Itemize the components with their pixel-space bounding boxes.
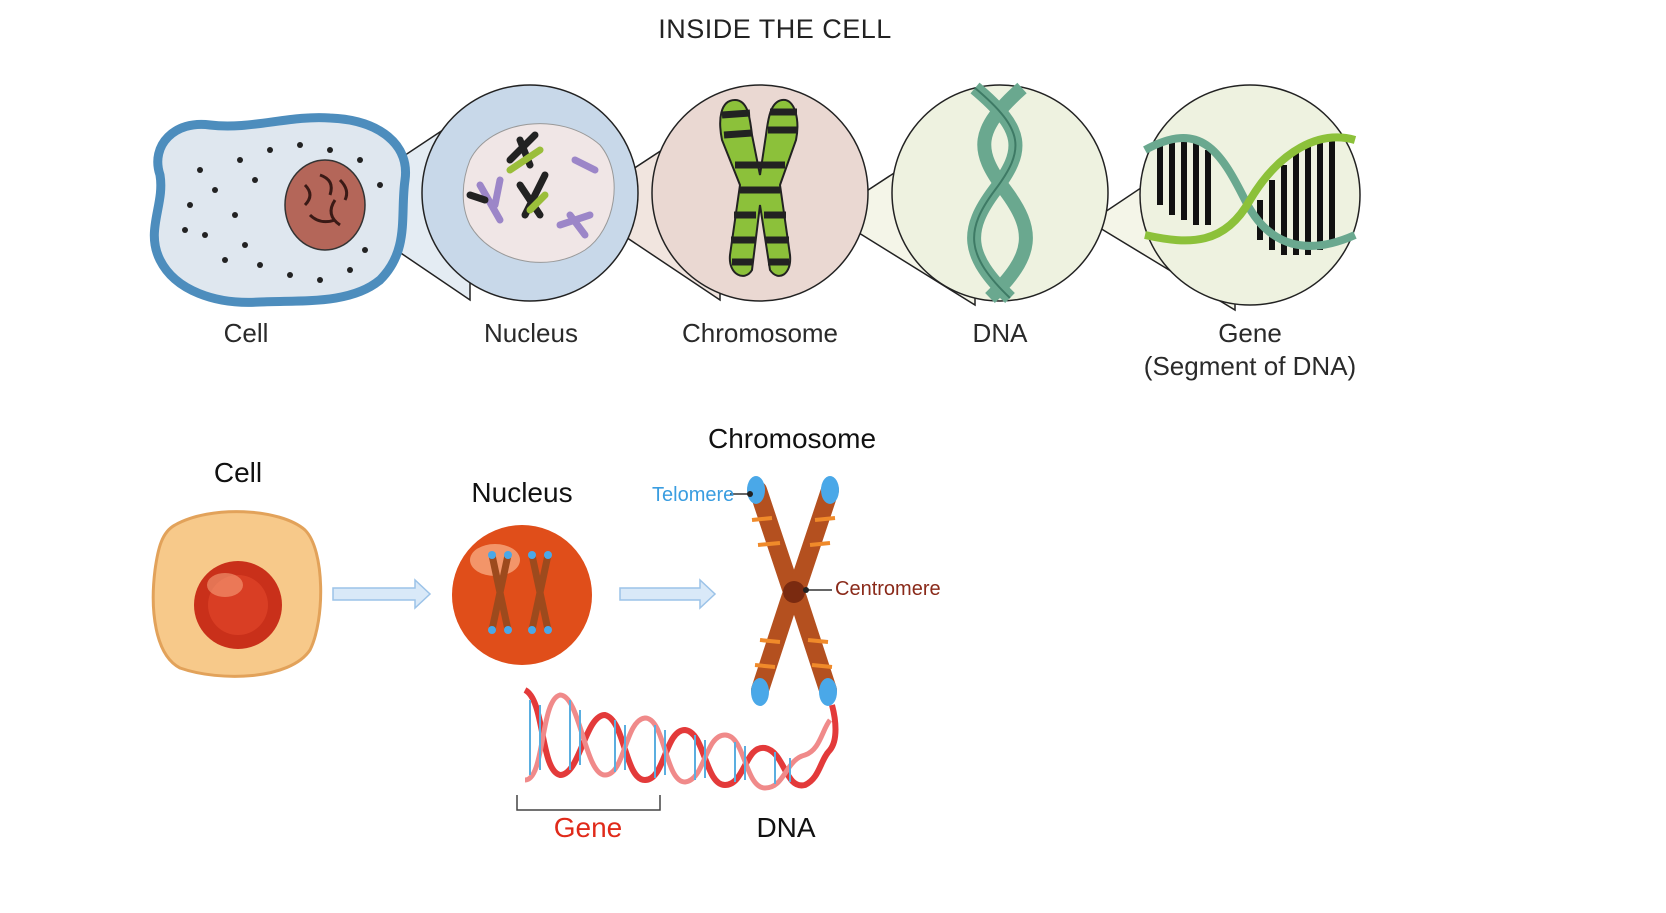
top-chromosome-illustration (651, 84, 869, 302)
bottom-nucleus-illustration (452, 525, 592, 665)
top-dna-illustration (891, 82, 1109, 304)
arrow-nucleus-to-chromosome (619, 578, 717, 610)
arrow-cell-to-nucleus (332, 578, 432, 610)
bottom-dna-helix (516, 687, 839, 811)
top-label-nucleus: Nucleus (484, 318, 578, 348)
centromere-label: Centromere (835, 578, 941, 600)
top-gene-illustration (1139, 84, 1361, 306)
bottom-label-nucleus: Nucleus (471, 477, 573, 508)
gene-label: Gene (553, 812, 623, 843)
gene-bracket (516, 795, 661, 811)
bottom-cell-illustration (151, 510, 323, 678)
top-label-gene-subtitle: (Segment of DNA) (1143, 351, 1357, 381)
diagram-title: INSIDE THE CELL (658, 14, 892, 44)
telomere-label: Telomere (652, 484, 735, 506)
top-label-gene: Gene (1218, 318, 1282, 348)
top-label-cell: Cell (223, 318, 269, 348)
top-label-dna: DNA (972, 318, 1028, 348)
top-label-chromosome: Chromosome (681, 318, 839, 348)
bottom-chromosome-illustration (730, 476, 839, 706)
top-nucleus-illustration (421, 84, 639, 302)
bottom-label-chromosome: Chromosome (707, 423, 877, 454)
top-cell-illustration (149, 113, 411, 307)
dna-label: DNA (756, 812, 816, 843)
bottom-label-cell: Cell (213, 457, 263, 488)
